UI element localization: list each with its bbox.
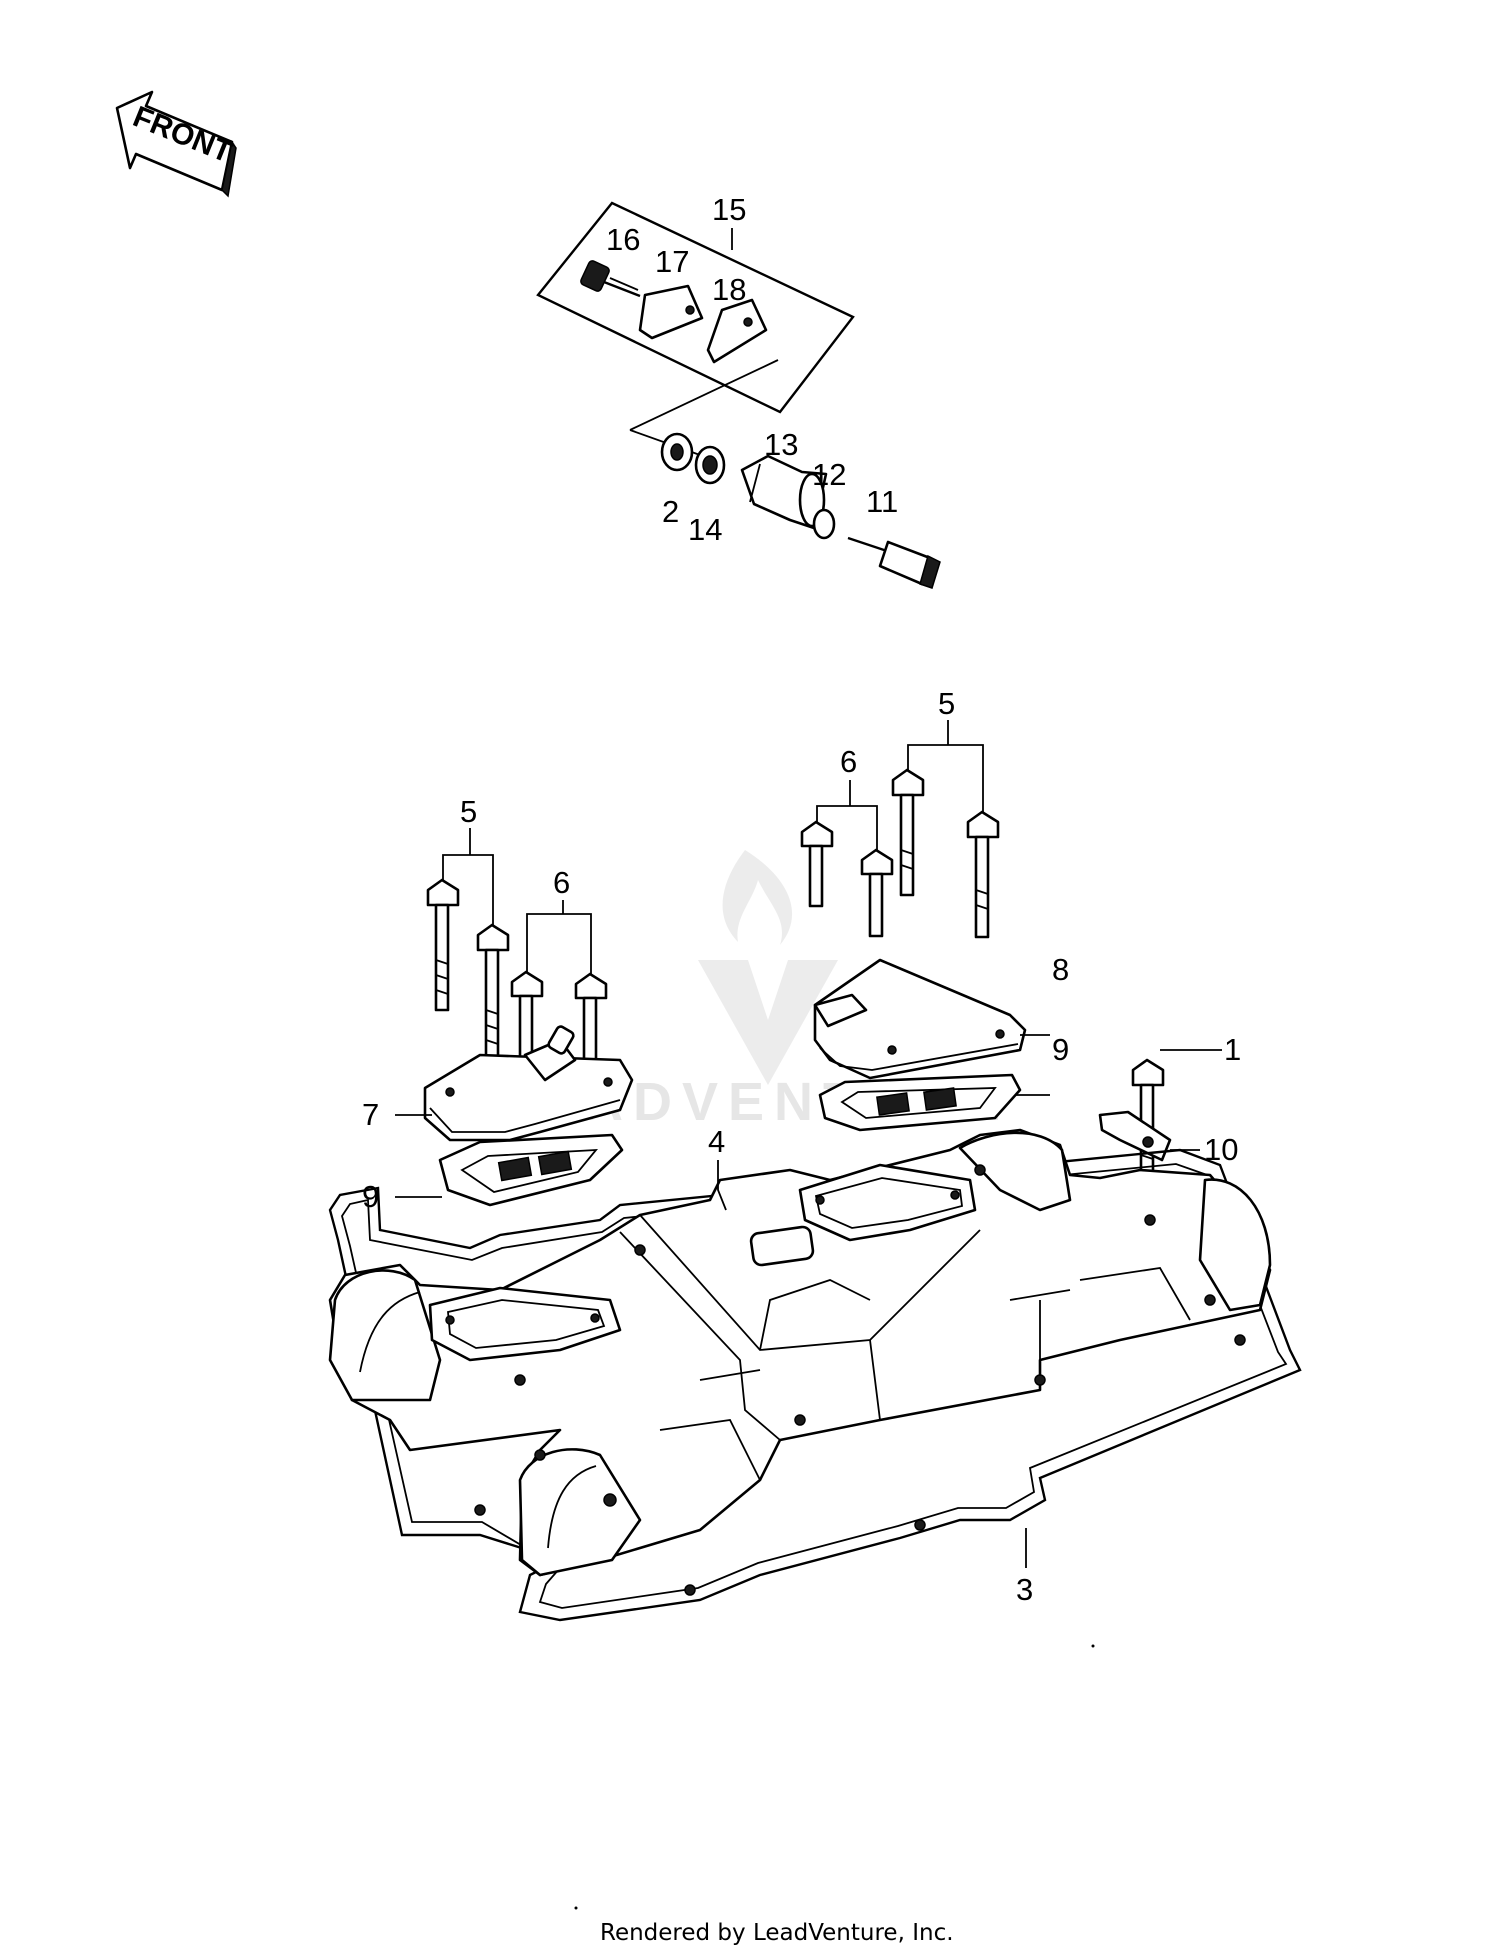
callout-15: 15 [712,192,746,227]
callouts: 15 16 17 18 13 12 11 2 14 5 6 5 6 8 9 1 … [362,192,1241,1607]
part-9-gasket-left [438,1133,624,1207]
callout-10: 10 [1204,1132,1238,1167]
part-6-bolt-right-a [800,820,834,908]
part-11-shaft [847,536,941,589]
leader-lines [395,228,1222,1568]
part-2-washer [660,432,694,472]
part-10-clamp [1098,1110,1172,1162]
part-12-oring [812,508,836,540]
front-arrow-icon: FRONT [115,90,237,198]
callout-11: 11 [866,484,898,519]
callout-17: 17 [655,244,689,279]
part-6-bolt-left-a [510,970,544,1062]
callout-13: 13 [764,427,798,462]
stray-dot [1091,1644,1095,1648]
part-5-bolt-right-b [966,810,1000,939]
part-16-screw [580,260,641,298]
part-5-bolt-left-a [426,878,460,1012]
part-17-plate [638,284,704,340]
part-15-kit-box [536,201,855,456]
part-6-bolt-right-b [860,848,894,938]
part-5-bolt-right-a [891,768,925,897]
callout-1: 1 [1224,1032,1241,1067]
footer-credit: Rendered by LeadVenture, Inc. [600,1920,954,1946]
callout-12: 12 [812,457,846,492]
part-4-head-cover [328,1128,1272,1577]
part-6-bolt-left-b [574,972,608,1064]
callout-9-left: 9 [362,1179,379,1214]
callout-6-right: 6 [840,744,857,779]
part-8-cover [813,958,1027,1080]
callout-18: 18 [712,272,746,307]
part-14-bearing [694,445,726,485]
callout-9-right: 9 [1052,1032,1069,1067]
callout-16: 16 [606,222,640,257]
part-7-cover [423,1025,634,1142]
callout-2: 2 [662,494,679,529]
callout-4: 4 [708,1124,725,1159]
callout-7: 7 [362,1097,379,1132]
callout-5-right: 5 [938,686,955,721]
stray-dot [574,1906,578,1910]
callout-8: 8 [1052,952,1069,987]
callout-14: 14 [688,512,722,547]
callout-5-left: 5 [460,794,477,829]
callout-3: 3 [1016,1572,1033,1607]
callout-6-left: 6 [553,865,570,900]
part-18-plate [706,298,768,364]
part-9-gasket-right [818,1073,1022,1132]
part-5-bolt-left-b [476,923,510,1062]
